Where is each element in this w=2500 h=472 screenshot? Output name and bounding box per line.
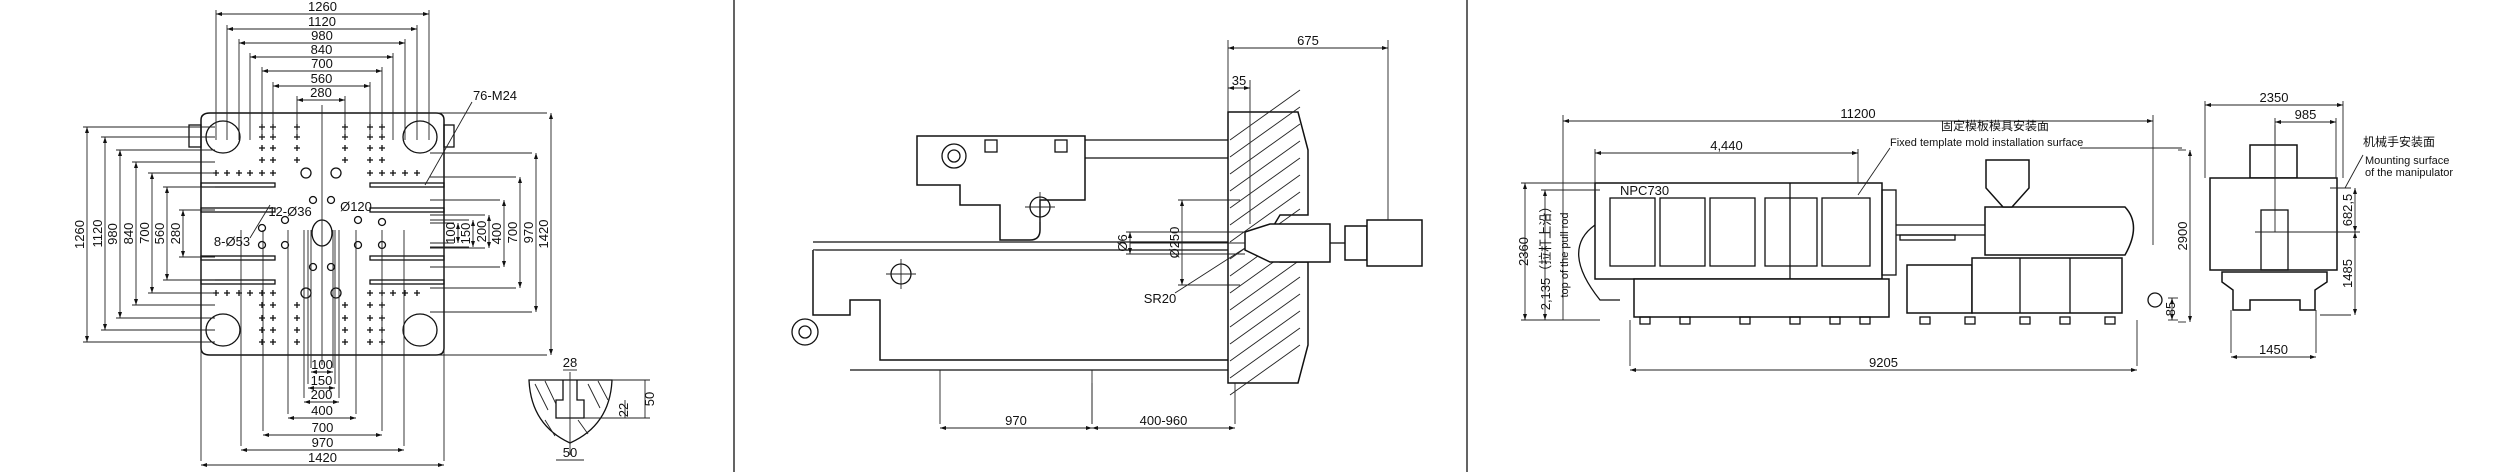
side-dim-1485: 1485 — [2340, 259, 2355, 288]
left-dimension: 980 — [105, 223, 120, 245]
left-dimension: 1260 — [72, 220, 87, 249]
top-dimension: 1260 — [308, 0, 337, 14]
height-2360-dimension: 2360 — [1516, 237, 1531, 266]
pull-rod-height-dimension: 2,135（拉杆上沿） — [1538, 200, 1553, 311]
bottom-dimension: 970 — [312, 435, 334, 450]
tie-bar-hole — [402, 120, 438, 154]
manipulator-label-en-2: of the manipulator — [2365, 167, 2453, 179]
stroke-range-dimension: 400-960 — [1140, 413, 1188, 428]
tie-bar-hole — [402, 313, 438, 347]
right-dimension: 1420 — [536, 220, 551, 249]
right-dimension: 100 — [443, 222, 458, 244]
hopper — [1985, 159, 2030, 208]
right-dimension: 970 — [521, 222, 536, 244]
fixed-platen-label-cn: 固定模板模具安装面 — [1941, 118, 2049, 133]
left-dimension: 280 — [168, 223, 183, 245]
tslot-width-top: 28 — [563, 355, 577, 370]
platen-front-view — [188, 105, 455, 365]
top-dimension: 280 — [310, 85, 332, 100]
bottom-dimension: 200 — [311, 387, 333, 402]
stroke-970-dimension: 970 — [1005, 413, 1027, 428]
nozzle-extension-dimension: 675 — [1297, 33, 1319, 48]
bottom-dimension: 400 — [311, 403, 333, 418]
overall-length-dimension: 11200 — [1840, 106, 1875, 121]
clamp-length-dimension: 4,440 — [1710, 138, 1743, 153]
machine-side-view — [1578, 125, 2360, 325]
t-slot-section — [528, 369, 650, 461]
fixed-platen-label-en: Fixed template mold installation surface — [1890, 137, 2083, 149]
foot-height-dimension: 85 — [2163, 302, 2178, 316]
top-dimension: 1120 — [308, 14, 336, 29]
left-dimension: 1120 — [90, 220, 105, 248]
diameter-6-dimension: Ø6 — [1115, 234, 1130, 251]
nozzle-section-view — [791, 89, 1423, 396]
side-base-width-dimension: 1450 — [2259, 342, 2288, 357]
tslot-width-bottom: 50 — [563, 445, 577, 460]
bottom-dimension: 150 — [311, 373, 333, 388]
pull-rod-label-en: top of the pull rod — [1559, 212, 1571, 297]
left-dimension: 700 — [137, 222, 152, 244]
offset-dimension: 35 — [1232, 73, 1246, 88]
right-dimension: 400 — [489, 223, 504, 245]
diameter-250-dimension: Ø250 — [1167, 227, 1182, 259]
side-offset-dimension: 985 — [2295, 107, 2317, 122]
right-dimension: 200 — [474, 221, 489, 243]
side-width-dimension: 2350 — [2260, 90, 2289, 105]
manipulator-label-cn: 机械手安装面 — [2363, 134, 2435, 149]
side-dim-682: 682,5 — [2340, 194, 2355, 227]
bottom-dimension: 1420 — [308, 450, 337, 465]
top-dimension: 560 — [311, 71, 333, 86]
model-label: NPC730 — [1620, 183, 1669, 198]
top-dimension: 980 — [311, 28, 333, 43]
sphere-radius-label: SR20 — [1144, 291, 1177, 306]
manipulator-label-en-1: Mounting surface — [2365, 155, 2449, 167]
left-dimension: 560 — [152, 223, 167, 245]
center-hole-callout: Ø120 — [340, 199, 372, 214]
left-dimension: 840 — [121, 223, 136, 245]
tslot-slot-height: 22 — [616, 403, 631, 417]
nozzle — [1244, 223, 1331, 263]
top-dimension: 840 — [311, 42, 333, 57]
tslot-depth: 50 — [642, 392, 657, 406]
base-length-dimension: 9205 — [1869, 355, 1898, 370]
right-dimension: 150 — [458, 223, 473, 245]
top-dimension: 700 — [311, 56, 333, 71]
holes-36-callout: 12-Ø36 — [268, 204, 311, 219]
bottom-dimension: 100 — [311, 357, 333, 372]
right-dimension: 700 — [505, 222, 520, 244]
bottom-dimension: 700 — [312, 420, 334, 435]
height-2900-dimension: 2900 — [2175, 222, 2190, 251]
threaded-holes-callout: 76-M24 — [473, 88, 517, 103]
holes-53-callout: 8-Ø53 — [214, 234, 250, 249]
